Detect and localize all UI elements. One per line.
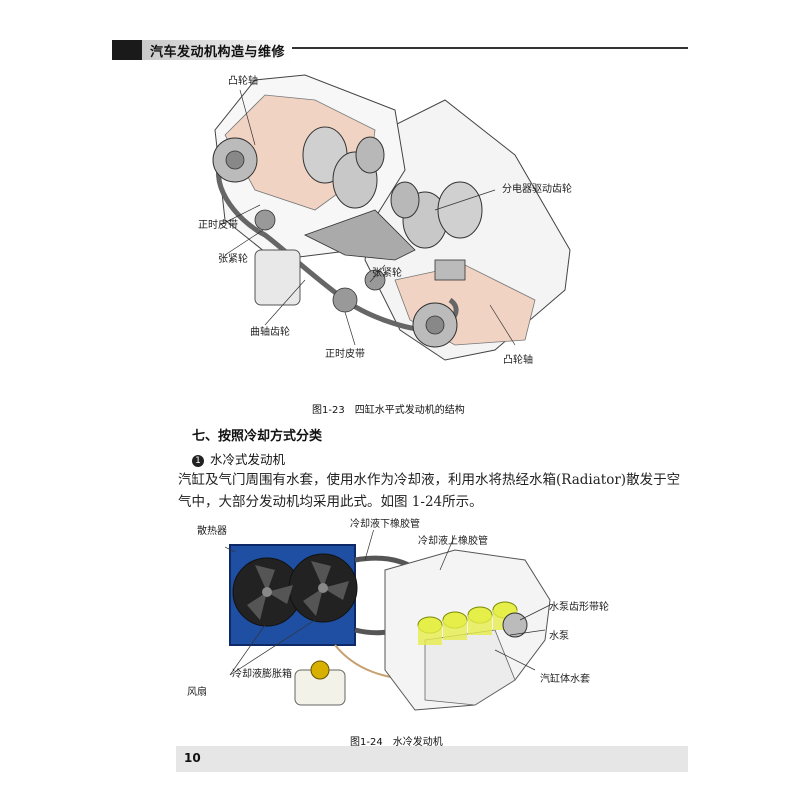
label-expansion-tank: 冷却液膨胀箱: [232, 669, 292, 680]
header-rule: [112, 47, 688, 49]
header-gradient-bar: [142, 40, 292, 60]
label-timing-belt-left: 正时皮带: [198, 220, 238, 231]
label-upper-hose: 冷却液上橡胶管: [418, 536, 488, 547]
figure-1-engine-illustration: [212, 74, 571, 361]
label-distributor-gear: 分电器驱动齿轮: [502, 184, 572, 195]
header-black-block: [112, 40, 142, 60]
footer-bar: [176, 746, 688, 772]
label-camshaft-bottom: 凸轮轴: [503, 355, 533, 366]
label-water-pump: 水泵: [549, 631, 569, 642]
label-tensioner-left: 张紧轮: [218, 254, 248, 265]
label-fan: 风扇: [187, 687, 207, 698]
label-crank-gear: 曲轴齿轮: [250, 327, 290, 338]
figure-2-cooling-illustration: [225, 530, 551, 711]
page-number: 10: [184, 751, 201, 765]
label-lower-hose: 冷却液下橡胶管: [350, 519, 420, 530]
paragraph-line-2: 气中，大部分发动机均采用此式。如图 1-24所示。: [178, 494, 483, 510]
figure-1-caption: 图1-23 四缸水平式发动机的结构: [312, 405, 465, 416]
label-tensioner-mid: 张紧轮: [372, 268, 402, 279]
subsection-heading: 水冷式发动机: [210, 452, 286, 467]
label-camshaft-top: 凸轮轴: [228, 76, 258, 87]
header-title: 汽车发动机构造与维修: [150, 45, 286, 60]
paragraph-line-1: 汽缸及气门周围有水套，使用水作为冷却液，利用水将热经水箱(Radiator)散发…: [178, 472, 681, 488]
label-cylinder-jacket: 汽缸体水套: [540, 674, 590, 685]
label-timing-belt-bottom: 正时皮带: [325, 349, 365, 360]
subsection-number-badge: 1: [192, 455, 204, 467]
paragraph-body: 汽缸及气门周围有水套，使用水作为冷却液，利用水将热经水箱(Radiator)散发…: [178, 469, 698, 513]
subsection-heading-row: 1 水冷式发动机: [192, 449, 285, 468]
label-pump-pulley: 水泵齿形带轮: [549, 602, 609, 613]
label-radiator: 散热器: [197, 526, 227, 537]
figure-2-caption: 图1-24 水冷发动机: [350, 737, 443, 748]
section-heading: 七、按照冷却方式分类: [192, 429, 323, 444]
